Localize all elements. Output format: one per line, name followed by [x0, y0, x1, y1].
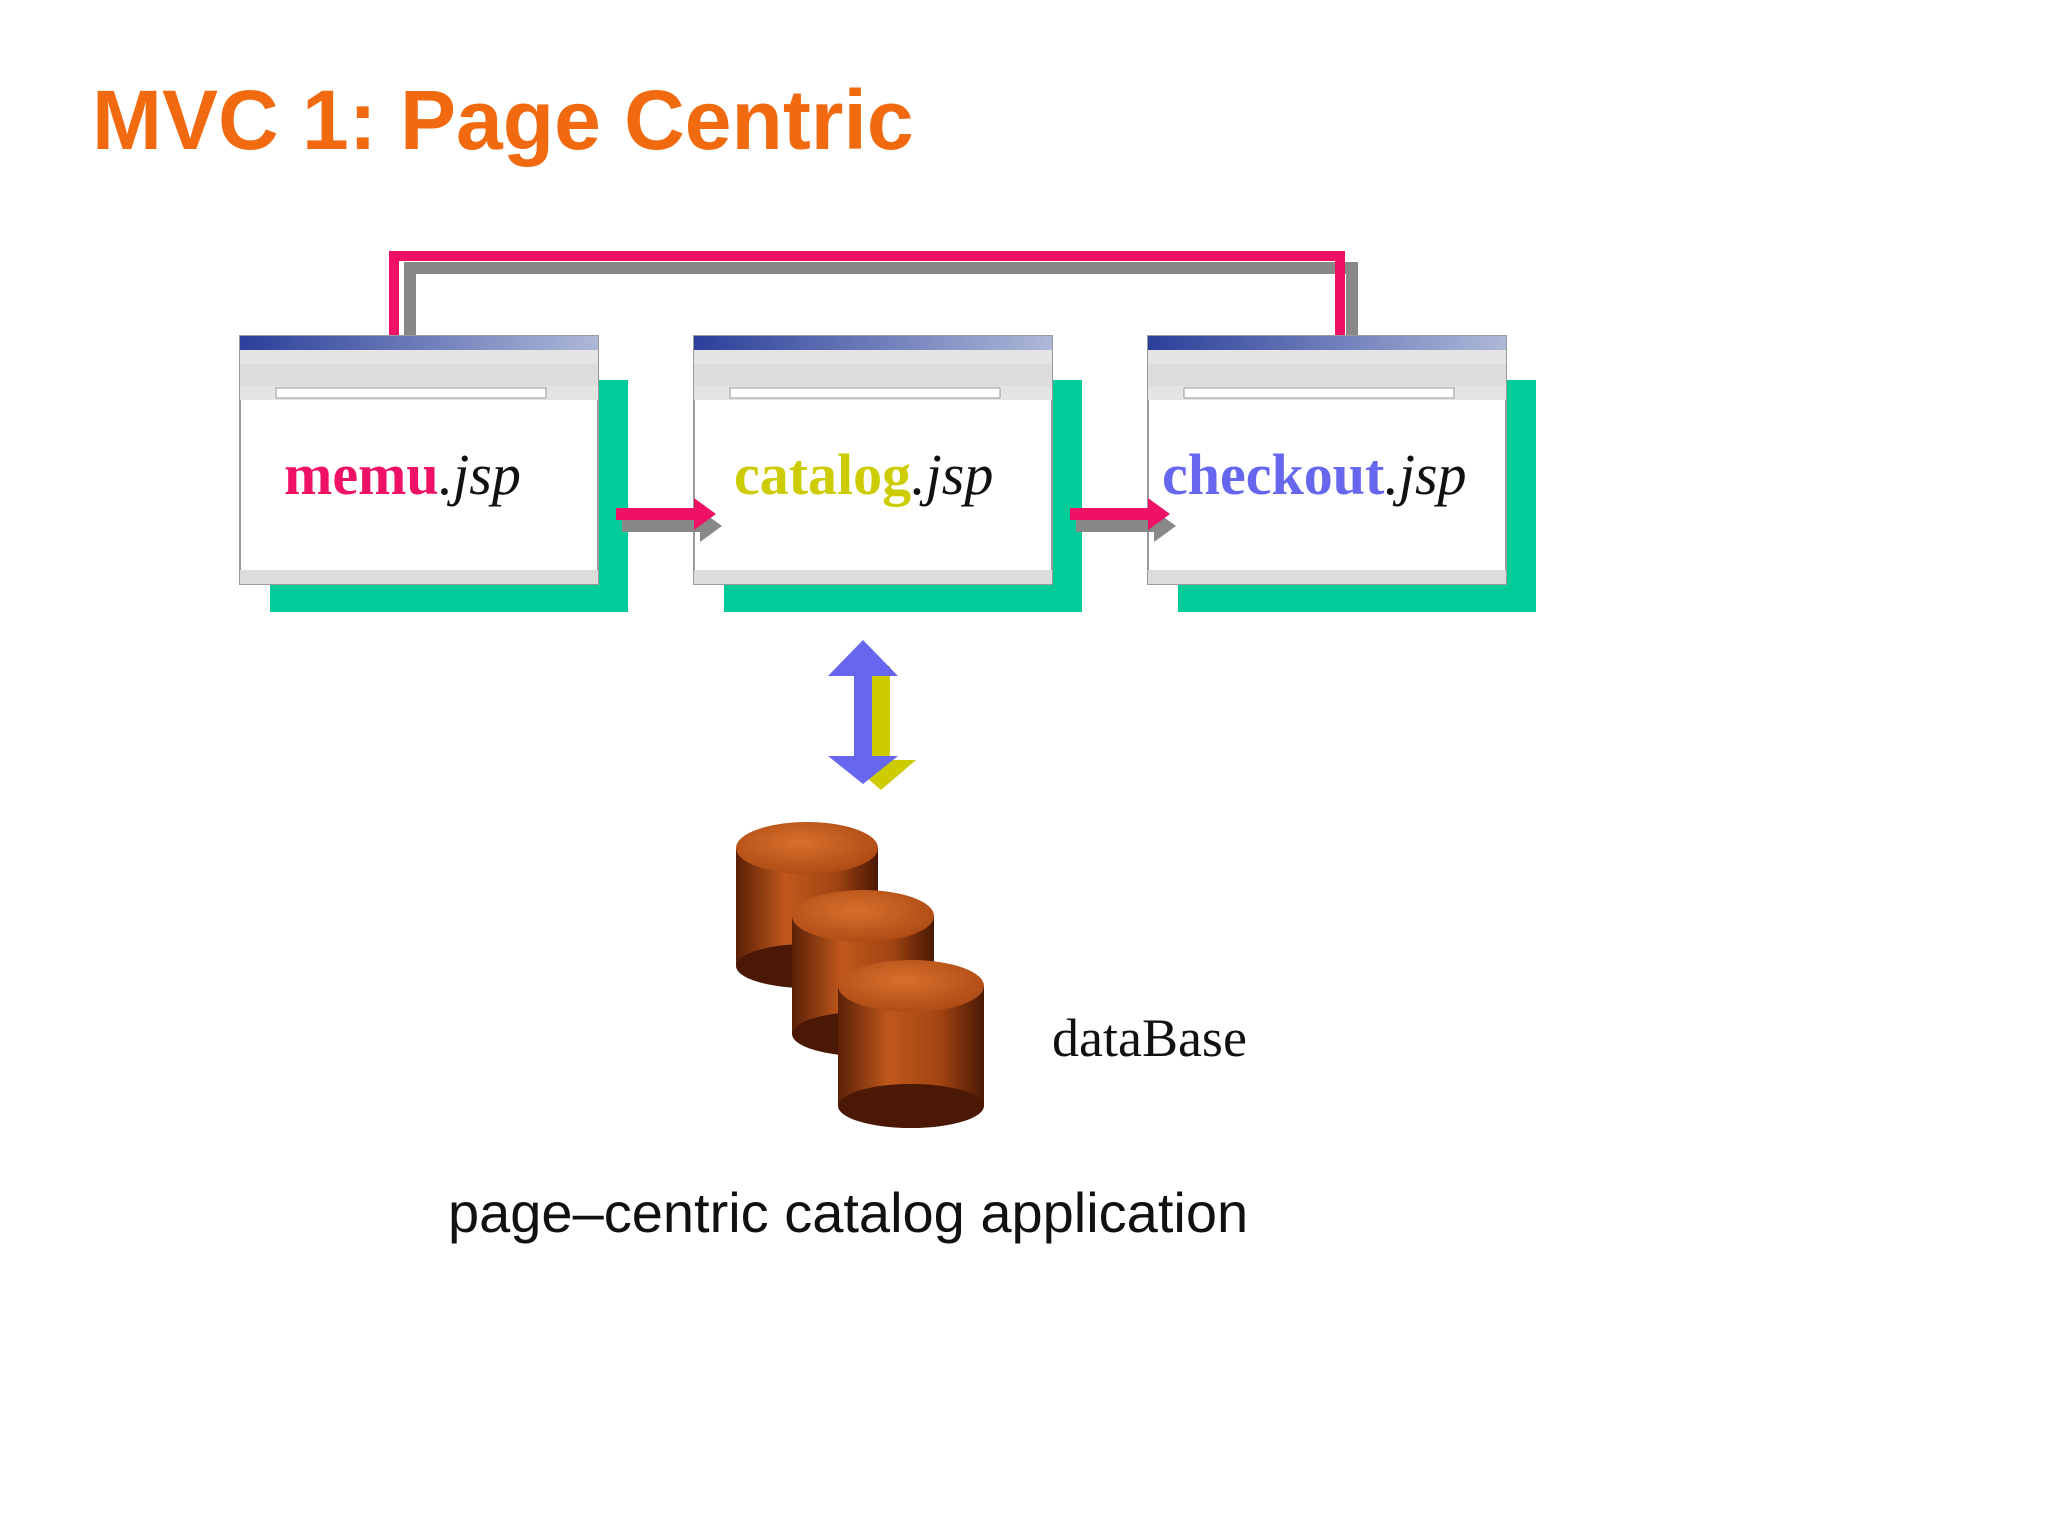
- page-window-catalog: catalog.jsp: [693, 335, 1082, 612]
- window-menubar: [1148, 350, 1506, 364]
- window-menubar: [240, 350, 598, 364]
- window-menubar: [694, 350, 1052, 364]
- page-ext-label: .jsp: [439, 442, 521, 507]
- database-bidirectional-arrow: [828, 640, 916, 790]
- page-title: MVC 1: Page Centric: [92, 73, 914, 167]
- window-titlebar: [694, 336, 1052, 350]
- window-toolbar: [694, 364, 1052, 386]
- page-ext-label: .jsp: [911, 442, 993, 507]
- window-address-input: [275, 387, 547, 399]
- window-content: [696, 402, 1050, 562]
- window-content: [1150, 402, 1504, 562]
- svg-text:checkout.jsp: checkout.jsp: [1162, 442, 1467, 507]
- loop-connector-line: [389, 251, 1345, 350]
- window-toolbar: [240, 364, 598, 386]
- window-titlebar: [1148, 336, 1506, 350]
- svg-text:memu.jsp: memu.jsp: [284, 442, 521, 507]
- window-address-input: [729, 387, 1001, 399]
- window-address-input: [1183, 387, 1455, 399]
- database-label: dataBase: [1052, 1008, 1247, 1068]
- page-name-label: memu: [284, 442, 439, 507]
- flow-arrow-memu-to-catalog: [616, 498, 722, 542]
- loop-connector-shadow: [404, 262, 1358, 360]
- svg-text:catalog.jsp: catalog.jsp: [734, 442, 993, 507]
- window-statusbar: [1148, 570, 1506, 584]
- window-toolbar: [1148, 364, 1506, 386]
- database-icon: [736, 822, 984, 1128]
- page-name-label: catalog: [734, 442, 911, 507]
- flow-arrow-catalog-to-checkout: [1070, 498, 1176, 542]
- window-statusbar: [694, 570, 1052, 584]
- page-ext-label: .jsp: [1384, 442, 1466, 507]
- window-titlebar: [240, 336, 598, 350]
- page-window-memu: memu.jsp: [239, 335, 628, 612]
- page-name-label: checkout: [1162, 442, 1385, 507]
- diagram-caption: page–centric catalog application: [448, 1181, 1248, 1244]
- page-window-checkout: checkout.jsp: [1147, 335, 1536, 612]
- database-cylinder: [838, 960, 984, 1128]
- window-statusbar: [240, 570, 598, 584]
- window-content: [242, 402, 596, 562]
